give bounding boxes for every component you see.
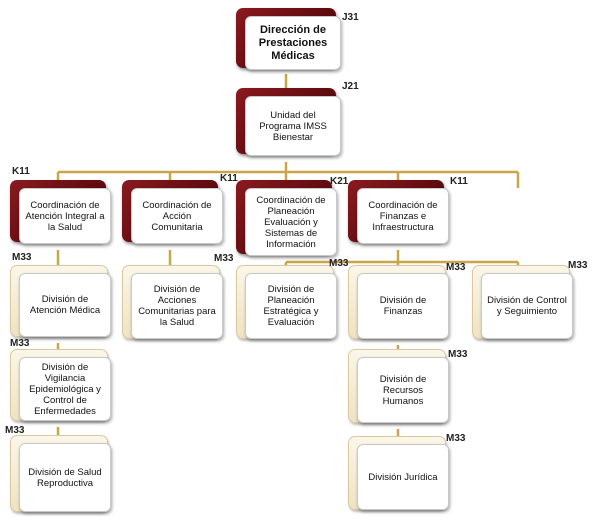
position-code: M33 (568, 260, 588, 271)
org-box-div-acciones: División de Acciones Comunitarias para l… (122, 265, 226, 345)
box-label: División de Salud Reproductiva (19, 443, 111, 512)
org-box-coord-atencion: Coordinación de Atención Integral a la S… (10, 180, 114, 250)
position-code: K21 (330, 176, 349, 187)
box-label: División de Vigilancia Epidemiológica y … (19, 357, 111, 421)
org-box-div-recursos: División de Recursos Humanos (348, 349, 452, 429)
box-label: Coordinación de Planeación Evaluación y … (245, 188, 337, 256)
org-box-unidad: Unidad del Programa IMSS Bienestar (236, 88, 344, 162)
org-box-div-juridica: División Jurídica (348, 436, 452, 516)
box-label: División de Recursos Humanos (357, 357, 449, 423)
org-box-coord-accion: Coordinación de Acción Comunitaria (122, 180, 226, 250)
position-code: M33 (446, 262, 466, 273)
position-code: M33 (448, 349, 468, 360)
position-code: K11 (450, 176, 468, 187)
position-code: M33 (12, 252, 32, 263)
box-label: División de Atención Médica (19, 273, 111, 337)
position-code: K11 (12, 166, 30, 177)
org-box-direccion: Dirección de Prestaciones Médicas (236, 8, 344, 76)
org-box-div-salud-reproductiva: División de Salud Reproductiva (10, 435, 114, 518)
org-box-div-control: División de Control y Seguimiento (472, 265, 576, 345)
position-code: M33 (329, 258, 349, 269)
box-label: División de Control y Seguimiento (481, 273, 573, 339)
box-label: División de Planeación Estratégica y Eva… (245, 273, 337, 339)
position-code: M33 (10, 338, 30, 349)
box-label: Coordinación de Acción Comunitaria (131, 188, 223, 244)
box-label: División de Acciones Comunitarias para l… (131, 273, 223, 339)
position-code: J31 (342, 12, 359, 23)
position-code: J21 (342, 81, 359, 92)
box-label: Coordinación de Atención Integral a la S… (19, 188, 111, 244)
org-box-div-atencion-medica: División de Atención Médica (10, 265, 114, 343)
position-code: M33 (5, 425, 25, 436)
org-box-coord-finanzas: Coordinación de Finanzas e Infraestructu… (348, 180, 452, 250)
org-box-div-planeacion: División de Planeación Estratégica y Eva… (236, 265, 340, 345)
position-code: M33 (446, 433, 466, 444)
box-label: División de Finanzas (357, 273, 449, 339)
box-label: División Jurídica (357, 444, 449, 510)
box-label: Dirección de Prestaciones Médicas (245, 16, 341, 70)
box-label: Unidad del Programa IMSS Bienestar (245, 96, 341, 156)
box-label: Coordinación de Finanzas e Infraestructu… (357, 188, 449, 244)
position-code: K11 (220, 173, 238, 184)
org-box-coord-planeacion: Coordinación de Planeación Evaluación y … (236, 180, 340, 262)
org-box-div-finanzas: División de Finanzas (348, 265, 452, 345)
position-code: M33 (214, 253, 234, 264)
org-box-div-vigilancia: División de Vigilancia Epidemiológica y … (10, 349, 114, 427)
